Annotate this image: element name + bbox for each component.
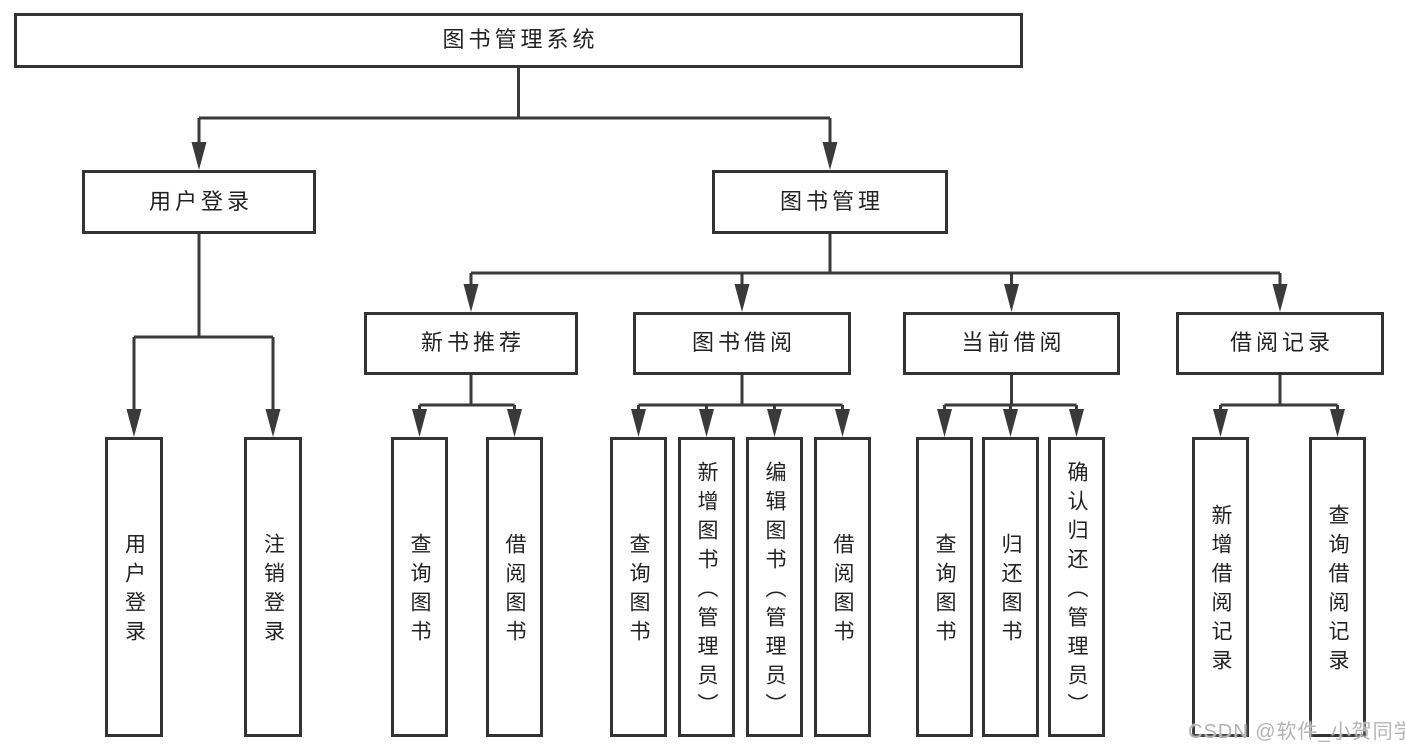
node-label: 注销登录 [261, 533, 285, 649]
node-label: 图书管理系统 [442, 27, 599, 53]
node-label: 图书借阅 [691, 330, 796, 356]
node-current-borrow: 当前借阅 [903, 312, 1120, 375]
node-nb-borrow-books: 借阅图书 [486, 437, 543, 737]
node-book-management: 图书管理 [712, 170, 948, 234]
node-bb-add-books-admin: 新增图书（管理员） [678, 437, 735, 737]
node-user-login: 用户登录 [82, 170, 316, 234]
node-label: 当前借阅 [961, 330, 1066, 356]
node-label: 用户登录 [148, 188, 253, 214]
node-br-add-record: 新增借阅记录 [1192, 437, 1249, 737]
node-label: 借阅图书 [831, 533, 854, 649]
node-cb-confirm-return-admin: 确认归还（管理员） [1048, 437, 1105, 737]
node-label: 查询图书 [627, 533, 650, 649]
node-label: 借阅记录 [1229, 330, 1334, 356]
node-label: 确认归还（管理员） [1065, 460, 1088, 722]
node-book-borrow: 图书借阅 [633, 312, 851, 375]
node-br-query-record: 查询借阅记录 [1309, 437, 1366, 737]
node-new-book-recommend: 新书推荐 [364, 312, 578, 375]
node-label: 图书管理 [779, 188, 884, 214]
node-cb-return-books: 归还图书 [982, 437, 1039, 737]
node-label: 新增图书（管理员） [695, 460, 718, 722]
watermark: CSDN @软件_小贺同学 [1188, 721, 1405, 743]
node-label: 查询图书 [933, 533, 956, 649]
node-nb-query-books: 查询图书 [391, 437, 448, 737]
node-label: 查询图书 [408, 533, 431, 649]
node-login-user-login: 用户登录 [105, 437, 163, 737]
node-library-system: 图书管理系统 [14, 13, 1023, 68]
node-bb-borrow-books: 借阅图书 [814, 437, 871, 737]
node-label: 新增借阅记录 [1209, 504, 1232, 678]
node-label: 归还图书 [999, 533, 1022, 649]
node-cb-query-books: 查询图书 [916, 437, 973, 737]
node-bb-edit-books-admin: 编辑图书（管理员） [746, 437, 803, 737]
node-label: 用户登录 [122, 533, 146, 649]
node-label: 编辑图书（管理员） [763, 460, 786, 722]
node-bb-query-books: 查询图书 [610, 437, 667, 737]
node-label: 借阅图书 [503, 533, 526, 649]
node-login-logout: 注销登录 [244, 437, 302, 737]
node-label: 新书推荐 [420, 330, 525, 356]
node-borrow-records: 借阅记录 [1176, 312, 1384, 375]
node-label: 查询借阅记录 [1326, 504, 1349, 678]
